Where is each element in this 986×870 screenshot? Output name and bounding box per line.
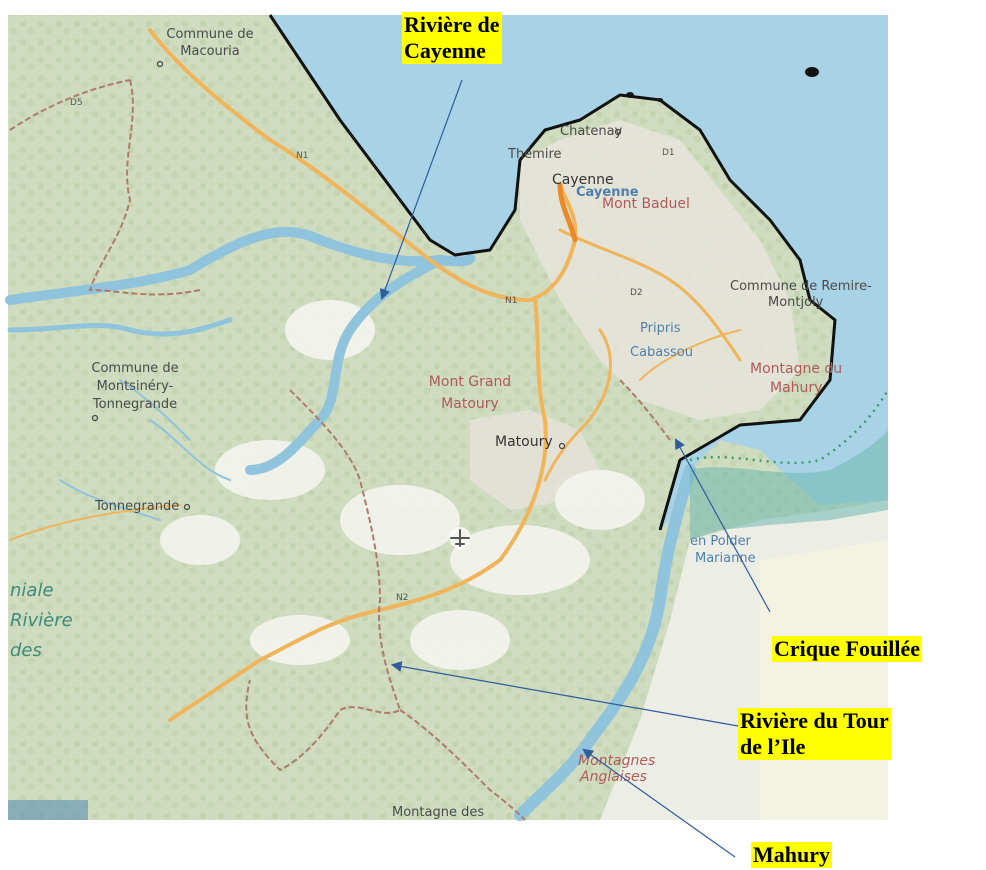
- callout-riviere-cayenne-line2: Cayenne: [404, 38, 486, 63]
- road-d2: [9, 504, 181, 541]
- label-remire-1: Commune de Remire-: [730, 279, 872, 294]
- marine-limit: [689, 389, 890, 465]
- label-montagnes-anglaises-2: Anglaises: [579, 769, 647, 785]
- label-mont-baduel: Mont Baduel: [602, 196, 690, 212]
- mahury-river: [514, 464, 696, 821]
- annotation-arrows: [379, 79, 771, 858]
- label-matoury: Matoury: [495, 434, 553, 450]
- road-label-d2: D2: [630, 288, 643, 298]
- callout-riviere-cayenne-line1: Rivière de: [404, 12, 500, 37]
- map-base: [8, 15, 888, 820]
- callout-mahury: Mahury: [751, 842, 832, 868]
- scale-box: [8, 800, 88, 820]
- label-pripris-2: Cabassou: [630, 345, 693, 360]
- label-edge-1: niale: [10, 580, 54, 601]
- callout-mahury-text: Mahury: [753, 842, 830, 867]
- label-cayenne-blue: Cayenne: [576, 185, 639, 200]
- label-edge-3: des: [10, 640, 42, 661]
- label-montsinery-3: Tonnegrande: [92, 397, 177, 412]
- label-pripris-1: Pripris: [640, 321, 681, 336]
- commune-borders: [9, 79, 671, 821]
- shallow-zone: [690, 430, 888, 540]
- islets: [626, 67, 819, 102]
- label-montagne-mahury-1: Montagne du: [750, 361, 842, 377]
- road-label-n1b: N1: [505, 296, 517, 306]
- callout-crique-fouillee: Crique Fouillée: [772, 636, 923, 662]
- sea-area: [270, 15, 888, 530]
- label-themire: Thémire: [507, 147, 562, 162]
- label-polder-1: en Polder: [690, 534, 752, 549]
- label-remire-2: Montjoly: [768, 295, 824, 310]
- road-n2: [168, 298, 548, 722]
- small-streams: [59, 379, 231, 521]
- callout-riviere-tour: Rivière du Tour de l’Ile: [738, 708, 891, 760]
- border-south: [245, 389, 402, 772]
- label-edge-2: Rivière: [10, 610, 73, 631]
- callout-crique-fouillee-text: Crique Fouillée: [774, 636, 921, 661]
- road-to-matoury: [543, 328, 612, 482]
- map-labels: Commune de Macouria Chatenay Thémire Cay…: [10, 27, 872, 820]
- cayenne-highlight: [557, 182, 578, 243]
- label-macouria-2: Macouria: [180, 44, 239, 59]
- label-tonnegrande: Tonnegrande: [94, 499, 179, 514]
- callout-riviere-tour-line1: Rivière du Tour: [740, 708, 889, 733]
- label-chatenay: Chatenay: [560, 124, 623, 139]
- road-label-d1: D1: [662, 148, 675, 158]
- roads: [9, 28, 742, 722]
- label-montagne-mahury-2: Mahury: [770, 380, 822, 396]
- label-montagnes-anglaises-1: Montagnes: [578, 753, 655, 769]
- label-mont-grand-2: Matoury: [441, 396, 499, 412]
- label-macouria-1: Commune de: [166, 27, 253, 42]
- label-montsinery-1: Commune de: [91, 361, 178, 376]
- arrow-mahury: [582, 748, 736, 858]
- tributary-west: [7, 317, 233, 337]
- airport-icon: [449, 527, 471, 549]
- arrow-riviere-cayenne: [379, 79, 463, 301]
- clearings: [160, 300, 645, 670]
- label-mont-grand-1: Mont Grand: [429, 374, 511, 390]
- label-polder-2: Marianne: [695, 551, 756, 566]
- road-label-d5: D5: [70, 98, 83, 108]
- arrow-riviere-tour: [390, 661, 739, 727]
- callout-riviere-cayenne: Rivière de Cayenne: [402, 12, 502, 64]
- place-dots: [91, 60, 622, 511]
- label-cayenne-small: Cayenne: [552, 172, 614, 188]
- road-label-n1: N1: [296, 151, 308, 161]
- road-east: [639, 329, 741, 381]
- callout-riviere-tour-line2: de l’Ile: [740, 734, 806, 759]
- border-se: [399, 709, 526, 821]
- arrow-crique-fouillee: [674, 438, 771, 613]
- road-d1: [558, 228, 742, 362]
- road-label-n2: N2: [396, 593, 408, 603]
- border-east: [619, 379, 671, 441]
- label-montagne-des: Montagne des: [392, 805, 484, 820]
- label-montsinery-2: Montsinéry-: [97, 379, 174, 394]
- border-west: [9, 79, 201, 296]
